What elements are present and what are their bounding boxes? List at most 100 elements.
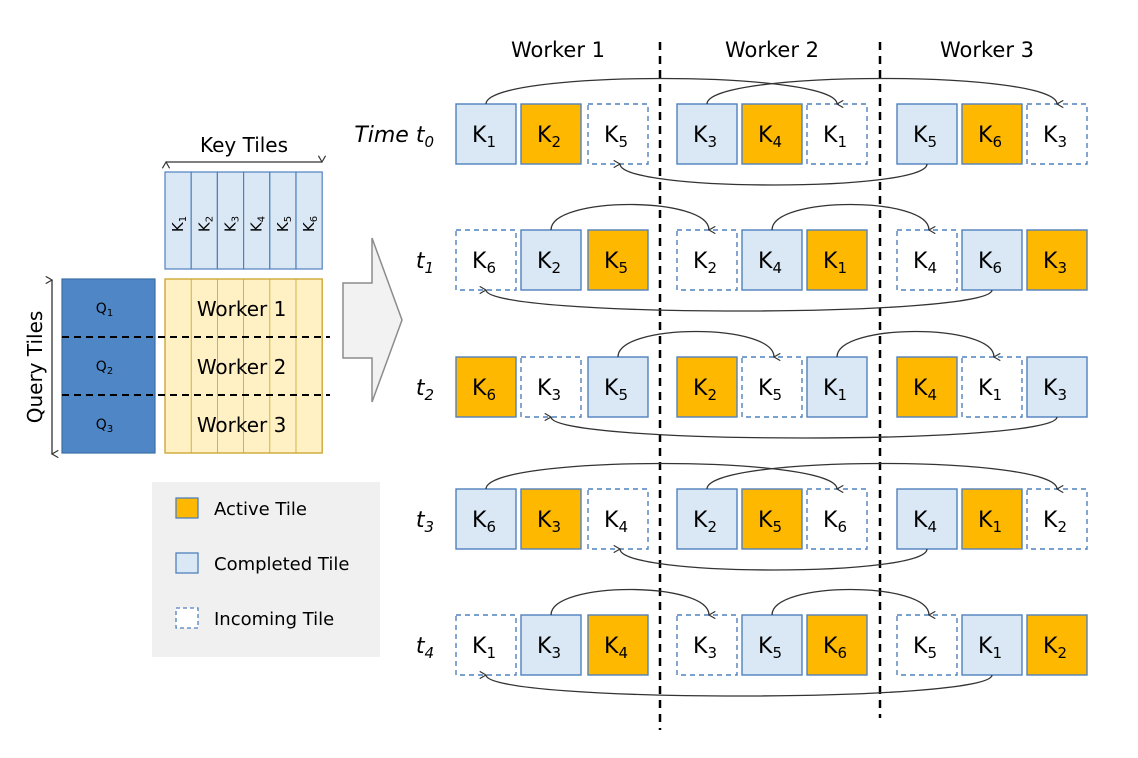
time-label-0: Time t0 [354,123,434,151]
tile-r2-c7: K1 [961,356,1023,418]
tile-r2-c4: K5 [741,356,803,418]
legend: Active Tile Completed Tile Incoming Tile [152,482,380,657]
tile-label: K3 [693,634,717,662]
tile-box [587,488,649,550]
legend-swatch-incoming [175,607,199,629]
tile-box [806,229,868,291]
tile-r1-c7: K6 [961,229,1023,291]
transfer-arc-return [479,671,993,697]
tile-label: K3 [693,123,717,151]
tile-r4-c8: K2 [1026,614,1088,676]
tile-box [1026,103,1088,165]
tile-box [741,356,803,418]
tile-label: K6 [823,634,847,662]
worker-header-2: Worker 2 [725,38,819,62]
tile-label: K4 [758,249,782,277]
query-tiles-label: Query Tiles [23,311,47,424]
tile-label: K5 [758,376,782,404]
tile-box [1026,356,1088,418]
tile-label: K3 [537,508,561,536]
tile-r3-c1: K3 [520,488,582,550]
tile-r0-c2: K5 [587,103,649,165]
tile-box [455,103,517,165]
tile-r1-c6: K4 [896,229,958,291]
tile-box [896,356,958,418]
tile-r4-c4: K5 [741,614,803,676]
transfer-arc-return [479,286,993,312]
tile-box [741,488,803,550]
tile-box [961,356,1023,418]
query-tile-label-3: Q3 [96,417,113,435]
tile-box [896,488,958,550]
tile-box [1026,229,1088,291]
tile-r0-c3: K3 [676,103,738,165]
tile-label: K5 [758,508,782,536]
transfer-arc [485,77,844,109]
tile-label: K4 [604,508,628,536]
transfer-arc [706,462,1064,494]
tile-r3-c6: K4 [896,488,958,550]
tile-r1-c4: K4 [741,229,803,291]
tile-r3-c8: K2 [1026,488,1088,550]
tile-r4-c1: K3 [520,614,582,676]
worker-header-3: Worker 3 [940,38,1034,62]
tile-r1-c2: K5 [587,229,649,291]
tile-r2-c2: K5 [587,356,649,418]
tile-r2-c5: K1 [806,356,868,418]
tile-r1-c5: K1 [806,229,868,291]
tile-label: K1 [472,634,496,662]
transfer-arc-return [613,159,928,186]
tile-box [1026,614,1088,676]
tile-label: K6 [978,249,1002,277]
transfer-arcs [479,77,1064,697]
tile-box [520,229,582,291]
tile-label: K6 [472,249,496,277]
tile-r2-c1: K3 [520,356,582,418]
tile-box [455,356,517,418]
tile-box [896,103,958,165]
tile-r1-c0: K6 [455,229,517,291]
tile-r1-c3: K2 [676,229,738,291]
tile-label: K4 [758,123,782,151]
tile-box [455,488,517,550]
tile-label: K5 [604,123,628,151]
tile-label: K1 [978,376,1002,404]
tile-label: K3 [1043,249,1067,277]
tile-r3-c4: K5 [741,488,803,550]
tile-box [806,614,868,676]
tile-label: K2 [693,249,717,277]
tile-label: K2 [693,376,717,404]
tile-box [455,229,517,291]
tile-r0-c4: K4 [741,103,803,165]
tile-r3-c3: K2 [676,488,738,550]
tile-label: K2 [1043,508,1067,536]
tile-box [587,614,649,676]
tile-label: K3 [537,634,561,662]
transition-arrow [342,237,403,403]
time-label-4: t4 [416,634,434,662]
tile-r0-c6: K5 [896,103,958,165]
tile-label: K2 [693,508,717,536]
tile-box [961,229,1023,291]
tile-r0-c5: K1 [806,103,868,165]
tile-box [676,614,738,676]
legend-swatch-completed [175,552,199,574]
tile-label: K5 [913,123,937,151]
key-tile-3 [216,171,245,270]
tile-box [806,488,868,550]
query-block [61,278,156,454]
tile-r4-c0: K1 [455,614,517,676]
time-label-2: t2 [416,376,434,404]
tile-box [676,229,738,291]
tile-r3-c2: K4 [587,488,649,550]
tile-box [896,614,958,676]
key-tile-label: K2 [195,216,215,232]
transfer-arc [617,330,781,362]
transfer-arc-return [613,544,928,571]
tile-box [961,103,1023,165]
tile-box [520,356,582,418]
